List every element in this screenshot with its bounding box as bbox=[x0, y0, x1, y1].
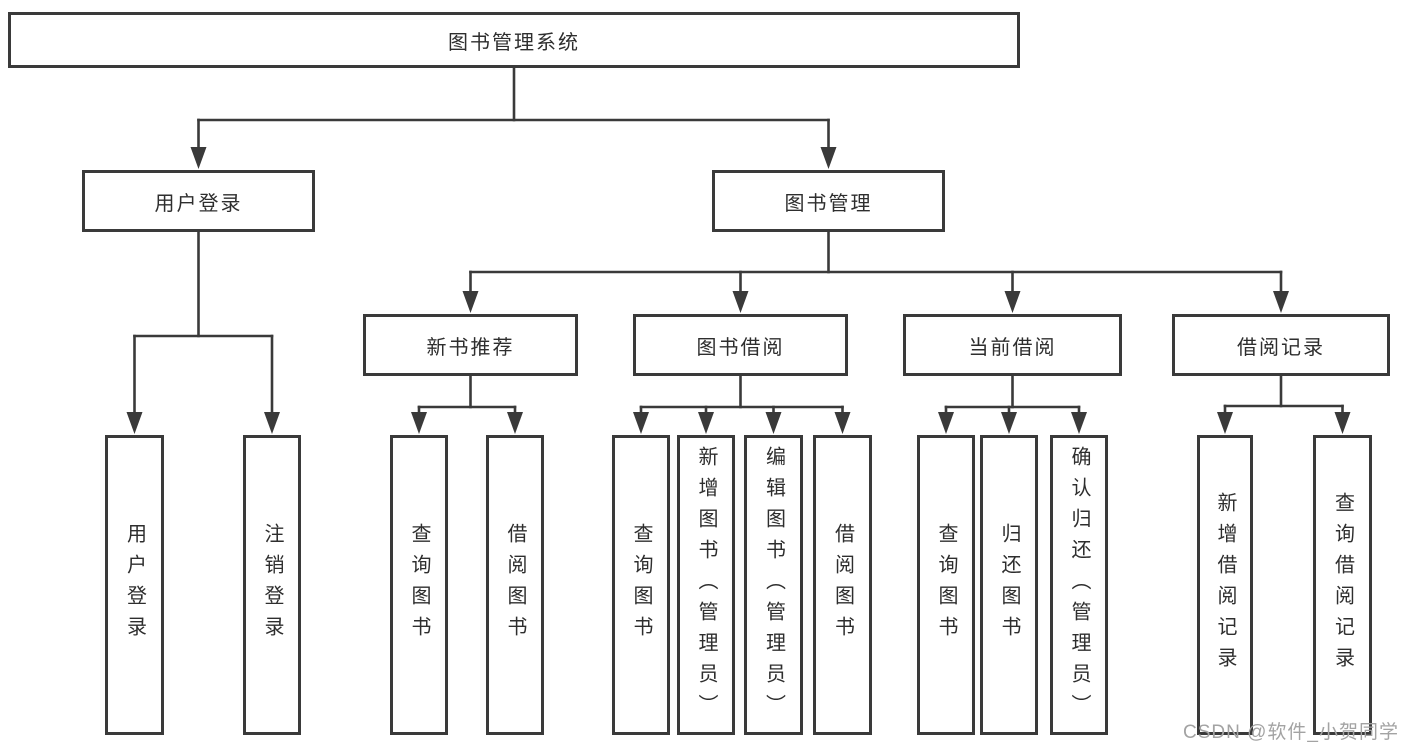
node-leaf-bw-add: 新增图书（管理员） bbox=[677, 435, 735, 735]
arrowhead-icon bbox=[1004, 291, 1021, 313]
node-label: 确认归还（管理员） bbox=[1068, 445, 1090, 725]
node-label: 借阅图书 bbox=[504, 523, 526, 647]
node-book-mgmt: 图书管理 bbox=[712, 170, 945, 232]
node-root: 图书管理系统 bbox=[8, 12, 1020, 68]
arrowhead-icon bbox=[1001, 412, 1017, 434]
arrowhead-icon bbox=[126, 412, 143, 434]
node-label: 查询借阅记录 bbox=[1331, 492, 1354, 678]
node-label: 新增图书（管理员） bbox=[695, 445, 717, 725]
node-leaf-user-login: 用户登录 bbox=[105, 435, 164, 735]
arrowhead-icon bbox=[1071, 412, 1087, 434]
node-leaf-rec-add: 新增借阅记录 bbox=[1197, 435, 1253, 735]
node-book-borrow: 图书借阅 bbox=[633, 314, 848, 376]
arrowhead-icon bbox=[820, 147, 837, 169]
node-label: 当前借阅 bbox=[968, 336, 1057, 359]
node-label: 新增借阅记录 bbox=[1214, 492, 1236, 678]
node-label: 归还图书 bbox=[998, 523, 1020, 647]
arrowhead-icon bbox=[1217, 412, 1233, 434]
node-label: 图书借阅 bbox=[696, 336, 785, 359]
node-new-books: 新书推荐 bbox=[363, 314, 578, 376]
node-leaf-bw-borrow: 借阅图书 bbox=[813, 435, 872, 735]
node-leaf-cb-return: 归还图书 bbox=[980, 435, 1038, 735]
node-leaf-bw-edit: 编辑图书（管理员） bbox=[744, 435, 803, 735]
arrowhead-icon bbox=[698, 412, 714, 434]
arrowhead-icon bbox=[765, 412, 782, 434]
node-leaf-cb-query: 查询图书 bbox=[917, 435, 975, 735]
arrowhead-icon bbox=[190, 147, 207, 169]
arrowhead-icon bbox=[732, 291, 749, 313]
arrowhead-icon bbox=[411, 412, 427, 434]
node-label: 借阅图书 bbox=[831, 523, 854, 647]
node-leaf-bw-query: 查询图书 bbox=[612, 435, 670, 735]
arrowhead-icon bbox=[834, 412, 851, 434]
arrowhead-icon bbox=[462, 291, 479, 313]
arrowhead-icon bbox=[1334, 412, 1351, 434]
node-label: 图书管理系统 bbox=[448, 31, 580, 54]
arrowhead-icon bbox=[633, 412, 649, 434]
node-leaf-nb-borrow: 借阅图书 bbox=[486, 435, 544, 735]
node-current-borrow: 当前借阅 bbox=[903, 314, 1122, 376]
node-label: 用户登录 bbox=[154, 192, 243, 215]
node-label: 查询图书 bbox=[408, 523, 430, 647]
node-label: 注销登录 bbox=[261, 523, 283, 647]
node-label: 图书管理 bbox=[784, 192, 873, 215]
node-leaf-nb-query: 查询图书 bbox=[390, 435, 448, 735]
node-label: 借阅记录 bbox=[1237, 336, 1325, 359]
node-leaf-logout: 注销登录 bbox=[243, 435, 301, 735]
node-label: 查询图书 bbox=[935, 523, 957, 647]
node-label: 用户登录 bbox=[123, 523, 146, 647]
arrowhead-icon bbox=[507, 412, 523, 434]
node-label: 编辑图书（管理员） bbox=[762, 445, 785, 725]
arrowhead-icon bbox=[264, 412, 280, 434]
node-label: 新书推荐 bbox=[426, 336, 515, 359]
node-user-login-group: 用户登录 bbox=[82, 170, 315, 232]
arrowhead-icon bbox=[1273, 291, 1289, 313]
node-borrow-records: 借阅记录 bbox=[1172, 314, 1390, 376]
node-label: 查询图书 bbox=[630, 523, 652, 647]
node-leaf-cb-confirm: 确认归还（管理员） bbox=[1050, 435, 1108, 735]
node-leaf-rec-query: 查询借阅记录 bbox=[1313, 435, 1372, 735]
csdn-watermark: CSDN @软件_小贺同学 bbox=[1183, 722, 1399, 743]
arrowhead-icon bbox=[938, 412, 954, 434]
